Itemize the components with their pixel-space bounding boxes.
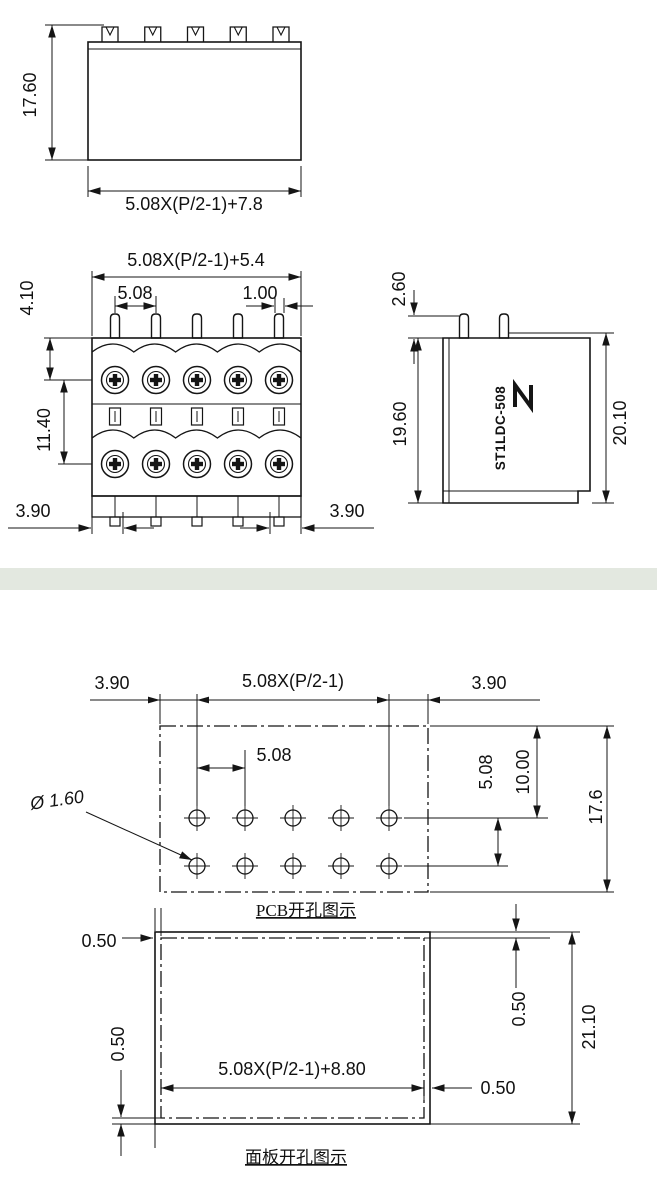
housing-clip <box>229 26 247 43</box>
dim-front-pin-offset: 4.10 <box>17 280 37 315</box>
screw-terminal <box>182 449 212 479</box>
dim-panel-top-gap: 0.50 <box>509 991 529 1026</box>
pcb-hole <box>327 804 355 832</box>
mounting-foot <box>191 516 203 527</box>
panel-view-caption: 面板开孔图示 <box>245 1148 347 1167</box>
panel-cutout-outline <box>154 931 431 1125</box>
panel-inner-outline <box>160 937 425 1119</box>
dim-pcb-height: 17.6 <box>586 789 606 824</box>
dim-pcb-right-margin: 3.90 <box>471 673 506 693</box>
screw-terminal <box>264 449 294 479</box>
screw-terminal <box>223 365 253 395</box>
housing-clip <box>272 26 290 43</box>
dim-pcb-span: 5.08X(P/2-1) <box>242 671 344 691</box>
dim-panel-left-gap: 0.50 <box>81 931 116 951</box>
mounting-foot <box>109 516 121 527</box>
wire-clamp <box>190 407 204 426</box>
wire-clamp <box>231 407 245 426</box>
pcb-hole <box>183 804 211 832</box>
dim-pcb-hole-diameter: Ø 1.60 <box>28 786 85 813</box>
dim-front-right-margin: 3.90 <box>329 501 364 521</box>
solder-pin <box>273 313 285 339</box>
brand-logo-icon <box>513 378 533 414</box>
housing-clip <box>186 26 205 43</box>
side-view-body <box>442 337 591 504</box>
screw-terminal <box>141 365 171 395</box>
pcb-outline <box>159 725 429 893</box>
solder-pin <box>191 313 203 339</box>
screw-terminal <box>141 449 171 479</box>
dim-pcb-top-offset: 10.00 <box>513 749 533 794</box>
screw-terminal <box>100 365 130 395</box>
panel-dimensions: 0.50 0.50 0.50 5.08X(P/2-1)+8.80 0.50 21… <box>81 904 599 1156</box>
pcb-view: 3.90 5.08X(P/2-1) 3.90 5.08 5.08 10.00 1… <box>28 671 614 920</box>
housing-clip <box>144 26 162 43</box>
dim-front-pin-width: 1.00 <box>242 283 277 303</box>
dim-top-width: 5.08X(P/2-1)+7.8 <box>125 194 263 214</box>
screw-terminal <box>264 365 294 395</box>
side-view: ST1LDC-508 2.60 19.60 20.10 <box>389 271 630 504</box>
wire-clamp <box>272 407 286 426</box>
dim-pcb-row-pitch: 5.08 <box>476 754 496 789</box>
top-view-body <box>87 41 302 161</box>
top-view-dimensions: 17.60 5.08X(P/2-1)+7.8 <box>20 24 302 214</box>
dim-panel-bottom-gap: 0.50 <box>108 1026 128 1061</box>
dim-panel-width: 5.08X(P/2-1)+8.80 <box>218 1059 366 1079</box>
pcb-hole <box>375 804 403 832</box>
wire-clamp <box>108 407 122 426</box>
screw-terminal <box>182 365 212 395</box>
solder-pin <box>458 313 470 339</box>
pcb-dimensions: 3.90 5.08X(P/2-1) 3.90 5.08 5.08 10.00 1… <box>28 671 614 893</box>
screw-terminal <box>100 449 130 479</box>
dim-panel-height: 21.10 <box>579 1004 599 1049</box>
dim-front-left-margin: 3.90 <box>15 501 50 521</box>
mounting-foot <box>150 516 162 527</box>
front-view: 5.08X(P/2-1)+5.4 5.08 1.00 4.10 11.40 <box>8 250 374 534</box>
side-view-dimensions: 2.60 19.60 20.10 <box>389 271 630 504</box>
front-view-dimensions: 5.08X(P/2-1)+5.4 5.08 1.00 4.10 11.40 <box>8 250 374 534</box>
dim-top-height: 17.60 <box>20 72 40 117</box>
solder-pin <box>498 313 510 339</box>
dim-side-body-height: 19.60 <box>390 401 410 446</box>
dim-side-pin-length: 2.60 <box>389 271 409 306</box>
top-view: 17.60 5.08X(P/2-1)+7.8 <box>20 24 302 214</box>
pcb-hole <box>231 804 259 832</box>
pcb-hole <box>327 852 355 880</box>
pcb-hole <box>231 852 259 880</box>
dim-pcb-pitch: 5.08 <box>256 745 291 765</box>
solder-pin <box>109 313 121 339</box>
pcb-hole <box>279 852 307 880</box>
mounting-foot <box>232 516 244 527</box>
pcb-hole <box>375 852 403 880</box>
wire-clamp <box>149 407 163 426</box>
housing-clip <box>101 26 119 43</box>
dim-side-overall-height: 20.10 <box>610 400 630 445</box>
pcb-hole <box>279 804 307 832</box>
pcb-view-caption: PCB开孔图示 <box>256 901 356 920</box>
solder-pin <box>232 313 244 339</box>
pcb-hole <box>183 852 211 880</box>
dim-front-pitch: 5.08 <box>117 283 152 303</box>
dim-front-width: 5.08X(P/2-1)+5.4 <box>127 250 265 270</box>
solder-pin <box>150 313 162 339</box>
part-number-label: ST1LDC-508 <box>493 386 508 471</box>
dim-panel-right-gap: 0.50 <box>480 1078 515 1098</box>
separator-band <box>0 568 657 590</box>
dim-front-row-spacing: 11.40 <box>34 408 54 452</box>
dim-pcb-left-margin: 3.90 <box>94 673 129 693</box>
screw-terminal <box>223 449 253 479</box>
panel-view: 0.50 0.50 0.50 5.08X(P/2-1)+8.80 0.50 21… <box>81 904 599 1167</box>
mounting-foot <box>273 516 285 527</box>
